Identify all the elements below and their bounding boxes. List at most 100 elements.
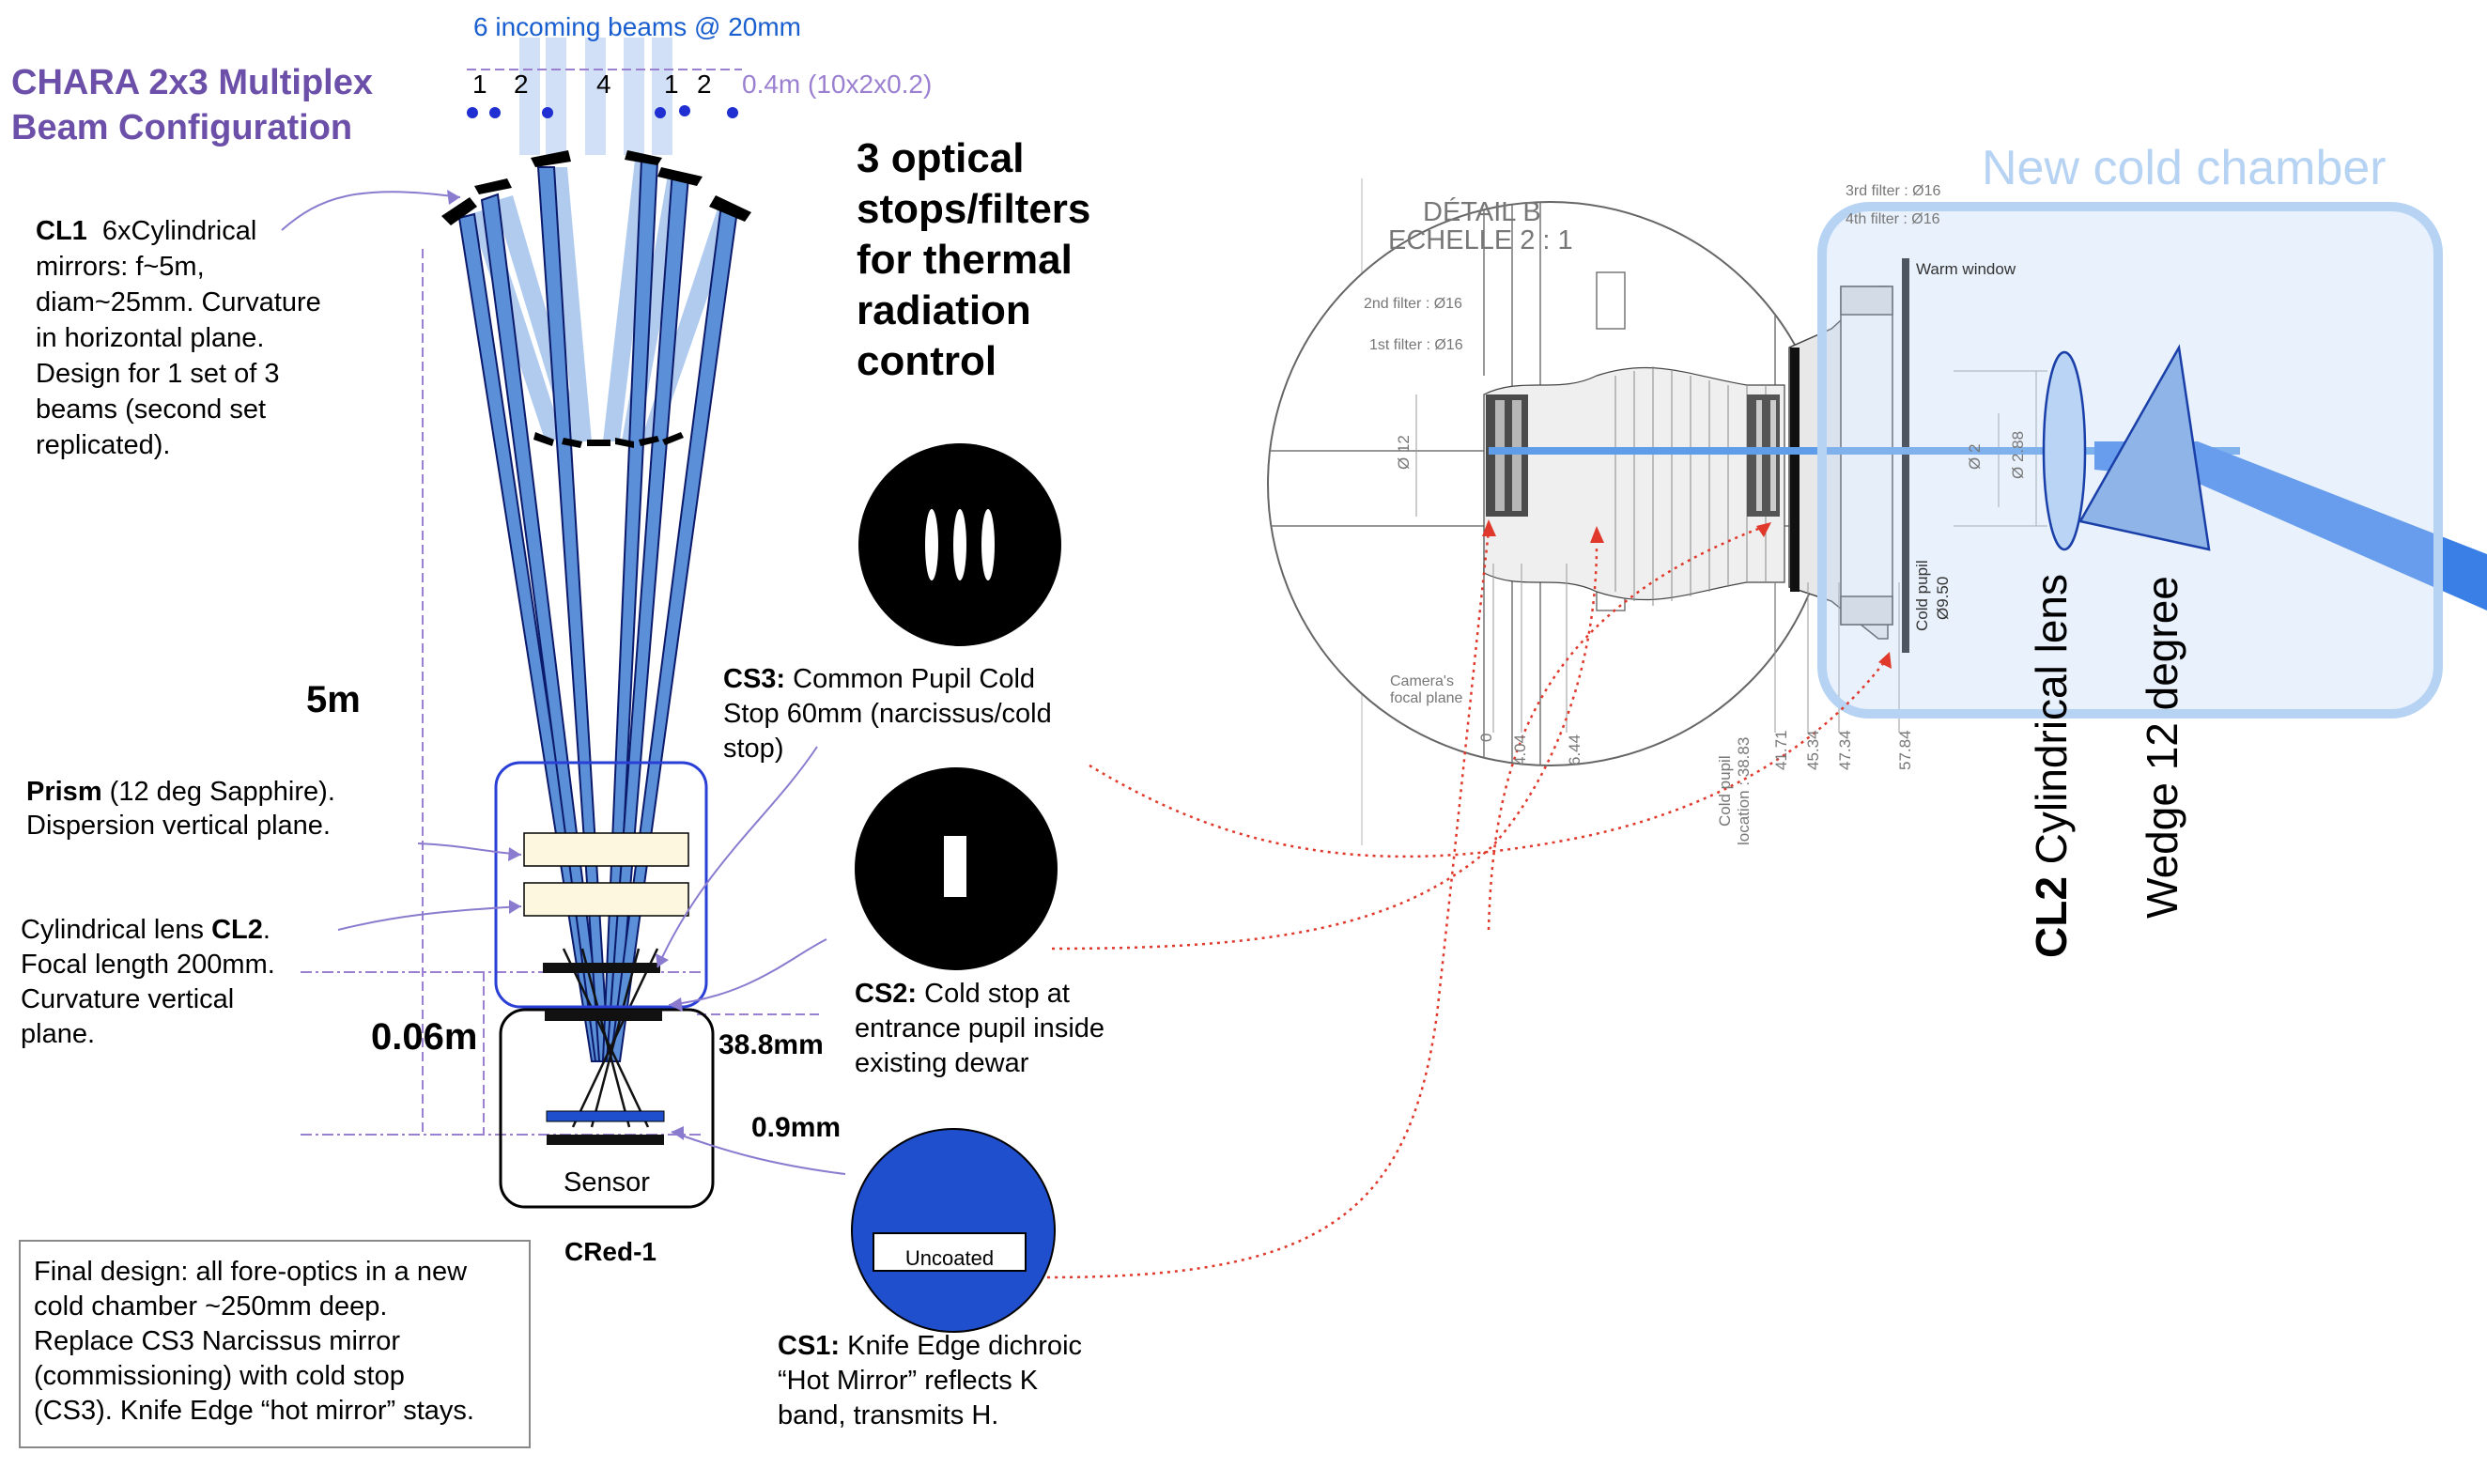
right-dim-288: Ø 2.88 xyxy=(2009,431,2027,479)
sensor-label: Sensor xyxy=(564,1167,650,1198)
camera-label: CRed-1 xyxy=(564,1237,657,1266)
drawing-rotated-labels: Ø 12 Cold pupil Ø9.50 Cold pupil locatio… xyxy=(1395,431,2027,845)
dim-label-4734: 47.34 xyxy=(1836,730,1854,770)
cs3-line-2: Stop 60mm (narcissus/cold xyxy=(723,699,1052,729)
beam-number-4: 4 xyxy=(596,70,611,99)
final-design-line-3: Replace CS3 Narcissus mirror xyxy=(34,1326,400,1356)
cl2-left-description: Cylindrical lens CL2. Focal length 200mm… xyxy=(21,913,275,1052)
prism-plate-bottom xyxy=(523,882,689,917)
incoming-beams-label: 6 incoming beams @ 20mm xyxy=(473,12,801,41)
dim-label-0: 0 xyxy=(1477,734,1495,742)
cl2-left-pre: Cylindrical lens xyxy=(21,915,212,945)
cl2-left-line-3: Curvature vertical xyxy=(21,984,235,1014)
cs1-circle xyxy=(851,1128,1056,1333)
cs2-bar xyxy=(545,1010,662,1021)
cl2-right-rest: Cylindrical lens xyxy=(2027,574,2076,876)
cs2-slit xyxy=(944,836,966,897)
filter3-label: 3rd filter : Ø16 xyxy=(1846,183,1940,199)
prism-description: Prism (12 deg Sapphire). Dispersion vert… xyxy=(26,775,335,842)
distance-388mm: 38.8mm xyxy=(718,1029,824,1060)
wedge-label: Wedge 12 degree xyxy=(2138,576,2186,919)
beam-number-2a: 2 xyxy=(514,70,529,99)
cs2-line-2: entrance pupil inside xyxy=(855,1013,1105,1043)
cl2-left-bold: CL2 xyxy=(211,915,263,945)
cs1-bold: CS1: xyxy=(778,1331,841,1361)
cs3-slit-2 xyxy=(953,509,966,580)
mid-mirrors xyxy=(533,432,684,448)
cl1-line-1: 6xCylindrical xyxy=(101,216,257,246)
prism-bold: Prism xyxy=(26,777,102,807)
stops-heading-4: radiation xyxy=(857,287,1031,333)
cl2-lens-right xyxy=(2042,350,2087,551)
prism-line-2: Dispersion vertical plane. xyxy=(26,811,331,841)
leader-lines xyxy=(281,191,846,1175)
cs2-line-3: existing dewar xyxy=(855,1048,1029,1078)
dim-label-5784: 57.84 xyxy=(1896,730,1914,770)
cl1-bold: CL1 xyxy=(36,216,87,246)
sensor-bar xyxy=(547,1135,664,1145)
cs1-line-3: band, transmits H. xyxy=(778,1400,999,1430)
cl1-line-2: mirrors: f~5m, xyxy=(36,252,205,282)
cs1-line-2: “Hot Mirror” reflects K xyxy=(778,1366,1039,1396)
cs3-line-3: stop) xyxy=(723,734,784,764)
dim-label-404: 4.04 xyxy=(1511,734,1529,765)
cs1-line-1: Knife Edge dichroic xyxy=(840,1331,1083,1361)
wedge-prism xyxy=(2078,344,2211,551)
prism-line-1: (12 deg Sapphire). xyxy=(101,777,335,807)
cold-pupil-diam-label: Ø9.50 xyxy=(1934,577,1952,620)
prism-plate-top xyxy=(523,832,689,867)
flange xyxy=(1788,286,1893,640)
stops-heading-3: for thermal xyxy=(857,237,1073,283)
beam-dots xyxy=(467,105,738,118)
detail-scale: ECHELLE 2 : 1 xyxy=(1388,225,1573,255)
leader-arrowheads xyxy=(447,190,684,1140)
red-arrowheads xyxy=(1482,519,1892,669)
cold-pupil-plate xyxy=(1790,348,1800,592)
final-design-line-4: (commissioning) with cold stop xyxy=(34,1361,405,1391)
cl1-line-3: diam~25mm. Curvature xyxy=(36,287,321,317)
uncoated-label: Uncoated xyxy=(905,1246,994,1270)
cold-pupil-label: Cold pupil xyxy=(1913,560,1931,631)
dim-label-4534: 45.34 xyxy=(1804,730,1822,770)
beam-number-labels: 1 2 4 1 2 xyxy=(472,70,712,99)
cs3-line-1: Common Pupil Cold xyxy=(785,664,1036,694)
distance-006m: 0.06m xyxy=(371,1016,477,1058)
drawing-labels: DÉTAIL B ECHELLE 2 : 1 3rd filter : Ø16 … xyxy=(1364,183,2016,706)
cs3-slit-3 xyxy=(981,509,995,580)
cs3-bold: CS3: xyxy=(723,664,786,694)
uncoated-box xyxy=(873,1232,1027,1272)
cold-pupil-location-1: Cold pupil xyxy=(1716,755,1734,827)
red-dotted-arrows xyxy=(1046,524,1889,1279)
cs3-description: CS3: Common Pupil Cold Stop 60mm (narcis… xyxy=(723,662,1052,766)
cs1-description: CS1: Knife Edge dichroic “Hot Mirror” re… xyxy=(778,1329,1082,1433)
final-design-line-1: Final design: all fore-optics in a new xyxy=(34,1257,468,1287)
cl2-right-label: CL2 Cylindrical lens xyxy=(2027,574,2076,958)
cold-pupil-location-2: location : 38.83 xyxy=(1735,737,1753,845)
optical-stops-heading: 3 optical stops/filters for thermal radi… xyxy=(857,133,1090,387)
beam-number-1a: 1 xyxy=(472,70,487,99)
cl2-left-post: . xyxy=(262,915,270,945)
warm-window xyxy=(1902,258,1909,653)
cl1-description: CL1 6xCylindrical mirrors: f~5m, diam~25… xyxy=(36,213,321,463)
cl1-line-5: Design for 1 set of 3 xyxy=(36,359,280,389)
title-line-1: CHARA 2x3 Multiplex xyxy=(11,63,373,102)
dewar-rays xyxy=(562,948,659,1128)
cs2-line-1: Cold stop at xyxy=(917,979,1070,1009)
filter1-label: 1st filter : Ø16 xyxy=(1369,337,1463,353)
title-block: CHARA 2x3 Multiplex Beam Configuration xyxy=(11,60,373,150)
cs1-bar xyxy=(546,1110,665,1122)
diam-12-label: Ø 12 xyxy=(1395,435,1413,470)
beam-number-2b: 2 xyxy=(697,70,712,99)
beam-spacing-label: 0.4m (10x2x0.2) xyxy=(742,70,932,99)
title-line-2: Beam Configuration xyxy=(11,108,353,147)
beam-through-dewar xyxy=(1489,447,2240,455)
cl1-line-4: in horizontal plane. xyxy=(36,323,265,353)
new-cold-chamber-label: New cold chamber xyxy=(1982,141,2387,195)
distance-5m: 5m xyxy=(306,679,361,720)
cl1-mirrors xyxy=(441,150,751,225)
camera-focal-plane-1: Camera's xyxy=(1390,673,1454,689)
filter2-label: 2nd filter : Ø16 xyxy=(1364,296,1462,312)
final-design-line-2: cold chamber ~250mm deep. xyxy=(34,1291,388,1322)
